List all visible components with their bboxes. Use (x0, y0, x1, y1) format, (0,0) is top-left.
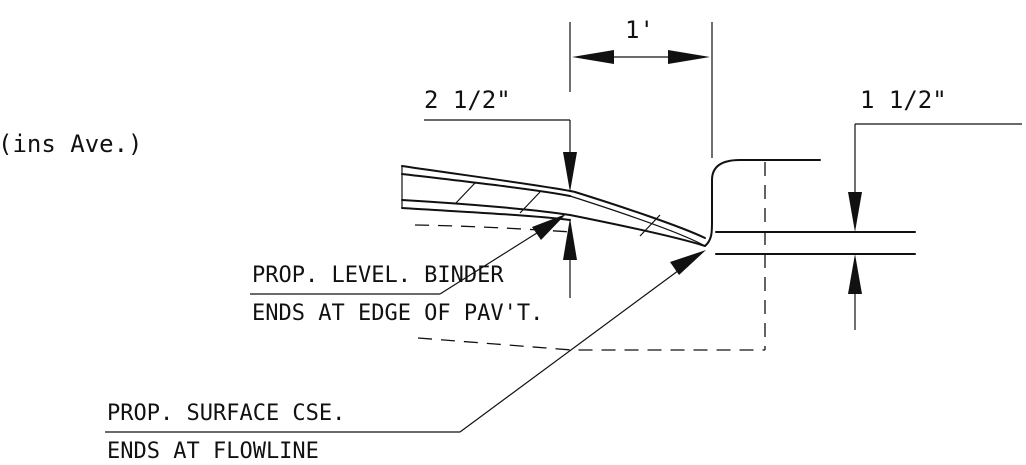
pavement-layers (401, 165, 706, 247)
arrowhead-down (848, 192, 862, 232)
leader-lines (105, 214, 706, 433)
arrowhead-down (563, 152, 577, 192)
surface-note-line2: ENDS AT FLOWLINE (107, 439, 319, 464)
arrowhead-surface-leader (670, 250, 706, 275)
binder-note-line2: ENDS AT EDGE OF PAV'T. (252, 301, 543, 326)
dimension-1-1-2-label: 1 1/2" (860, 86, 947, 114)
annotation-notes: (ins Ave.) PROP. LEVEL. BINDER ENDS AT E… (0, 130, 543, 464)
arrowhead-binder-leader (532, 214, 566, 240)
arrowhead-up (563, 218, 577, 260)
dimension-2-1-2-label: 2 1/2" (424, 86, 511, 114)
top-width-dimension: 1' (569, 16, 713, 158)
arrowhead-left (572, 50, 614, 64)
arrowhead-up (848, 254, 862, 294)
binder-note-line1: PROP. LEVEL. BINDER (252, 263, 504, 288)
curb-and-gutter (414, 159, 916, 351)
binder-thickness-dimension: 2 1/2" (424, 86, 577, 298)
dimension-1ft-label: 1' (625, 16, 654, 44)
surface-thickness-dimension: 1 1/2" (848, 86, 1022, 330)
arrowhead-right (668, 50, 710, 64)
partial-street-label: (ins Ave.) (0, 130, 143, 158)
surface-note-line1: PROP. SURFACE CSE. (107, 401, 345, 426)
